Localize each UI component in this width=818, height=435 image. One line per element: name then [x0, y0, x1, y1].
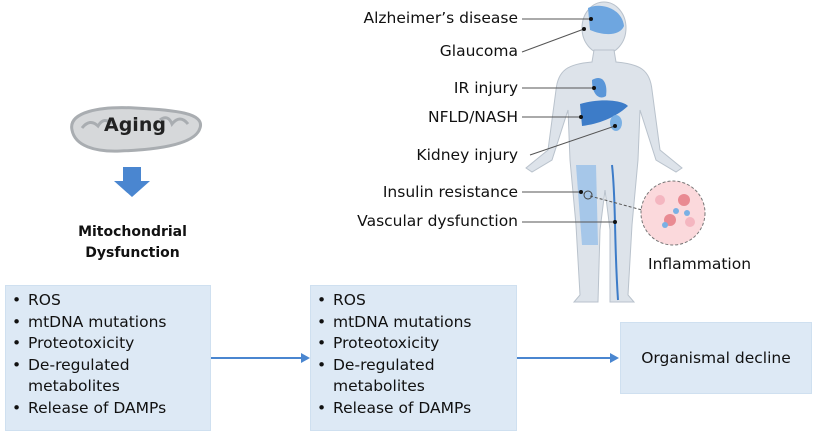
disease-label: Alzheimer’s disease: [363, 9, 518, 27]
mitochondrial-dysfunction-label: Mitochondrial Dysfunction: [70, 222, 195, 264]
list-item: De-regulated metabolites: [317, 355, 473, 398]
human-body-figure: [525, 1, 683, 303]
mito-line2: Dysfunction: [85, 245, 180, 261]
arrow-box2-to-box3: [517, 353, 619, 363]
list-item: Proteotoxicity: [317, 333, 516, 355]
organismal-decline-box: Organismal decline: [620, 322, 812, 394]
aging-label: Aging: [104, 114, 166, 136]
list-item: ROS: [317, 290, 516, 312]
disease-connectors: [521, 18, 643, 223]
mito-features-box-2: ROS mtDNA mutations Proteotoxicity De-re…: [310, 285, 517, 431]
arrow-box1-to-box2: [211, 353, 310, 363]
disease-label: Vascular dysfunction: [357, 212, 518, 230]
disease-label: Glaucoma: [439, 42, 518, 60]
disease-label: Insulin resistance: [382, 183, 518, 201]
list-item: Proteotoxicity: [12, 333, 210, 355]
disease-label: IR injury: [453, 79, 518, 97]
disease-label: Kidney injury: [416, 146, 518, 164]
down-arrow-icon: [114, 167, 150, 197]
disease-label: NFLD/NASH: [428, 108, 518, 126]
list-item: Release of DAMPs: [12, 398, 210, 420]
list-item: mtDNA mutations: [317, 312, 516, 334]
inflammation-label: Inflammation: [648, 255, 752, 273]
mito-line1: Mitochondrial: [78, 224, 187, 240]
list-item: Release of DAMPs: [317, 398, 516, 420]
list-item: mtDNA mutations: [12, 312, 210, 334]
mitochondrion-icon: [70, 106, 202, 153]
organismal-decline-label: Organismal decline: [641, 349, 791, 367]
inflammation-cells-icon: [640, 180, 706, 246]
mito-features-box-1: ROS mtDNA mutations Proteotoxicity De-re…: [5, 285, 211, 431]
list-item: De-regulated metabolites: [12, 355, 168, 398]
list-item: ROS: [12, 290, 210, 312]
